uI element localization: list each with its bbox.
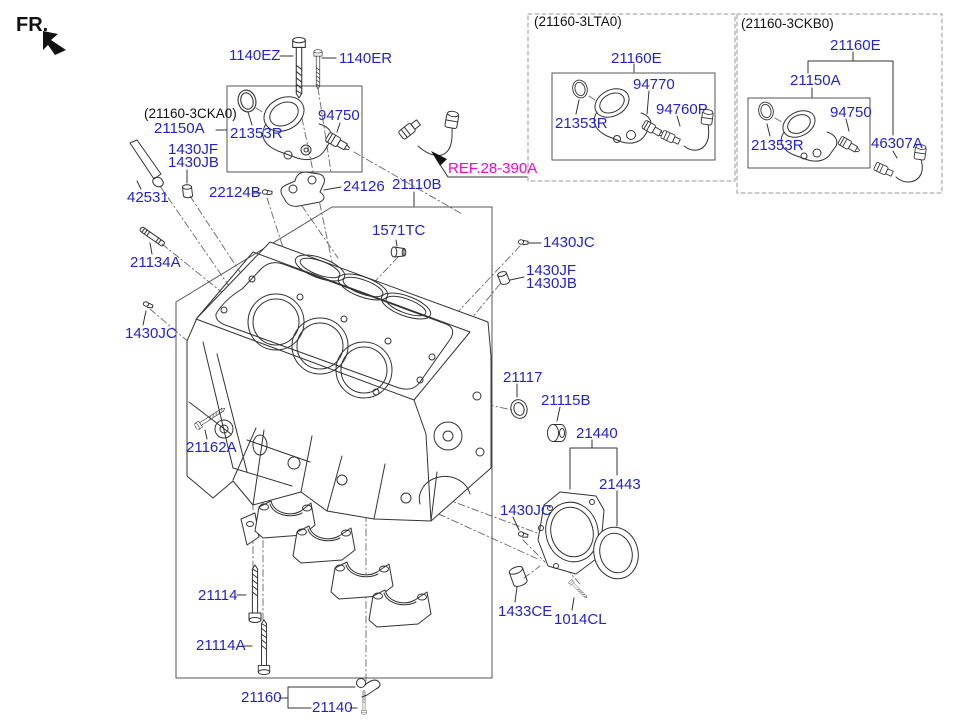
part-label-21114a[interactable]: 21114A: [196, 637, 246, 654]
variant-assembly-3ckb0: [756, 99, 928, 183]
bracket-24126: [280, 171, 325, 207]
variant-code-21160-3lta0: (21160-3LTA0): [534, 14, 622, 29]
main-bearing-cap: [292, 525, 356, 564]
variant-code-21160-3cka0: (21160-3CKA0): [144, 106, 237, 121]
plug-1430jc: [517, 239, 529, 246]
part-label-21150a[interactable]: 21150A: [154, 120, 205, 137]
oil-filter-bracket-assembly-main: [235, 87, 353, 161]
variant-inner-box-3lta0: [551, 72, 716, 161]
main-bearing-cap: [368, 589, 432, 628]
bolt-21114a: [257, 619, 271, 675]
part-label-21353r[interactable]: 21353R: [555, 115, 608, 132]
bolt-21140: [361, 689, 367, 715]
part-label-21160e[interactable]: 21160E: [830, 37, 881, 54]
part-label-46307a[interactable]: 46307A: [871, 135, 923, 152]
part-label-1430jc[interactable]: 1430JC: [543, 234, 595, 251]
plug-1430jc: [142, 300, 154, 310]
part-label-21117[interactable]: 21117: [503, 369, 543, 386]
plug-1571tc: [390, 246, 407, 258]
sensor-94750: [324, 131, 353, 154]
variant-assembly-3lta0: [570, 77, 715, 151]
dipstick-tube-42531: [129, 139, 164, 188]
fr-indicator-label: FR.: [16, 14, 49, 36]
part-label-21134a[interactable]: 21134A: [130, 254, 181, 271]
part-label-1430jb[interactable]: 1430JB: [526, 275, 577, 292]
variant-box-21160-3lta0: [527, 13, 736, 182]
part-label-1433ce[interactable]: 1433CE: [498, 603, 553, 620]
bolt-1140er: [313, 49, 323, 90]
part-label-1430jf[interactable]: 1430JF: [526, 262, 577, 279]
part-label-21150a[interactable]: 21150A: [790, 72, 841, 89]
leader-lines: [136, 51, 898, 709]
crankshaft-seal-drawing: [593, 526, 639, 580]
variant-box-21160-3ckb0: [736, 13, 943, 194]
sensor-46307a: [872, 161, 895, 179]
part-label-21440[interactable]: 21440: [576, 425, 618, 442]
part-label-21353r[interactable]: 21353R: [230, 125, 283, 142]
plug-21115b: [547, 424, 567, 442]
engine-block-drawing: [186, 241, 492, 522]
variant-inner-box-3ckb0: [747, 97, 871, 169]
part-label-94770[interactable]: 94770: [633, 76, 675, 93]
part-label-1140er[interactable]: 1140ER: [339, 50, 393, 67]
bolt-1140ez: [292, 36, 306, 99]
bushing-1433ce: [508, 566, 528, 587]
sensor-94760p: [659, 129, 682, 147]
part-label-94750[interactable]: 94750: [830, 104, 872, 121]
part-label-1430jb[interactable]: 1430JB: [168, 154, 219, 171]
main-assembly-box-21110b: [175, 206, 493, 679]
part-label-21162a[interactable]: 21162A: [186, 439, 237, 456]
part-label-1140ez[interactable]: 1140EZ: [229, 47, 281, 64]
bushing-1430jf-1430jb: [496, 269, 511, 287]
washer-21117: [510, 399, 528, 419]
bolt-21114: [248, 564, 262, 623]
clip-21160: [356, 678, 381, 698]
variant-code-21160-3ckb0: (21160-3CKB0): [741, 16, 834, 31]
part-label-1014cl[interactable]: 1014CL: [554, 611, 607, 628]
part-label-42531[interactable]: 42531: [127, 189, 169, 206]
part-label-1430jf[interactable]: 1430JF: [168, 141, 219, 158]
assembly-box-21150a: [226, 85, 363, 173]
plug-1430jc: [517, 530, 529, 539]
part-label-21110b[interactable]: 21110B: [392, 176, 442, 193]
part-label-1430jc[interactable]: 1430JC: [125, 325, 177, 342]
part-label-1430jc[interactable]: 1430JC: [500, 502, 552, 519]
part-label-21443[interactable]: 21443: [599, 476, 641, 493]
plug-22124b: [261, 189, 273, 196]
bushing-1430jf-1430jb: [182, 184, 194, 199]
ref-sensor-drawing: [397, 109, 528, 178]
part-label-21160[interactable]: 21160: [241, 689, 282, 706]
ref-link-ref-28-390a[interactable]: REF.28-390A: [448, 160, 538, 177]
part-label-21114[interactable]: 21114: [198, 587, 238, 604]
part-label-1571tc[interactable]: 1571TC: [372, 222, 426, 239]
stud-21134a: [139, 226, 165, 247]
part-label-21140[interactable]: 21140: [312, 699, 353, 716]
part-label-94750[interactable]: 94750: [318, 107, 360, 124]
part-label-21115b[interactable]: 21115B: [541, 392, 591, 409]
part-label-24126[interactable]: 24126: [343, 178, 385, 195]
part-label-21353r[interactable]: 21353R: [751, 137, 804, 154]
part-label-22124b[interactable]: 22124B: [209, 184, 261, 201]
sensor-94750-variant: [837, 135, 862, 156]
part-label-94760p[interactable]: 94760P: [656, 101, 708, 118]
part-label-21160e[interactable]: 21160E: [611, 50, 662, 67]
fr-direction-arrow: [43, 31, 66, 55]
